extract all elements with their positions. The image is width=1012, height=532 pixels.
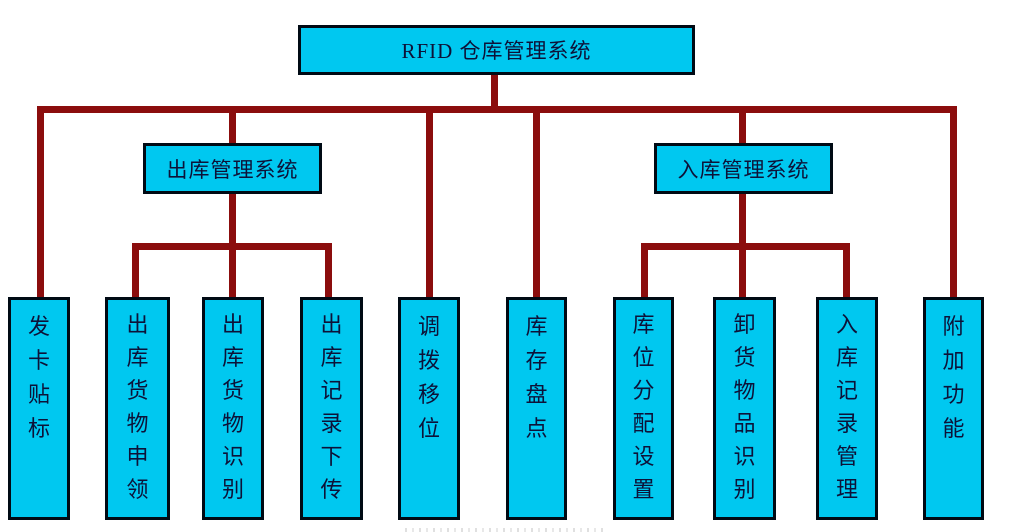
leaf-location-allocation-setting-label: 库位分配设置 [632, 312, 655, 502]
leaf-issue-card-labeling: 发卡贴标 [8, 297, 70, 520]
leaf-inventory-check-label: 库存盘点 [525, 314, 548, 441]
connector-drop-leaf5 [426, 106, 433, 297]
connector-drop-leaf1 [37, 106, 44, 297]
leaf-additional-functions-label: 附加功能 [942, 314, 965, 441]
connector-sub-horizontal-right [641, 243, 850, 250]
branch-box-outbound-management: 出库管理系统 [143, 143, 322, 194]
connector-root-trunk [491, 75, 498, 113]
connector-drop-leaf10 [950, 106, 957, 297]
branch-box-outbound-label: 出库管理系统 [166, 157, 299, 182]
leaf-outbound-goods-request-label: 出库货物申领 [126, 312, 149, 502]
connector-sub-horizontal-left [132, 243, 332, 250]
leaf-outbound-goods-request: 出库货物申领 [105, 297, 170, 520]
leaf-outbound-record-download: 出库记录下传 [300, 297, 363, 520]
leaf-inbound-record-management: 入库记录管理 [816, 297, 878, 520]
connector-drop-leaf9 [843, 243, 850, 297]
leaf-inbound-record-management-label: 入库记录管理 [835, 312, 858, 502]
root-box-label: RFID 仓库管理系统 [401, 39, 592, 63]
branch-box-inbound-label: 入库管理系统 [677, 157, 810, 182]
connector-drop-leaf4 [325, 243, 332, 297]
leaf-transfer-relocation-label: 调拨移位 [417, 314, 440, 441]
leaf-issue-card-labeling-label: 发卡贴标 [27, 314, 50, 441]
connector-drop-leaf6 [533, 106, 540, 297]
leaf-outbound-record-download-label: 出库记录下传 [320, 312, 343, 502]
connector-drop-leaf7 [641, 243, 648, 297]
leaf-transfer-relocation: 调拨移位 [398, 297, 460, 520]
leaf-outbound-goods-identification: 出库货物识别 [202, 297, 264, 520]
connector-main-horizontal [37, 106, 957, 113]
branch-box-inbound-management: 入库管理系统 [654, 143, 833, 194]
root-box-rfid-warehouse-system: RFID 仓库管理系统 [298, 25, 695, 75]
leaf-unloaded-goods-identification: 卸货物品识别 [713, 297, 776, 520]
leaf-outbound-goods-identification-label: 出库货物识别 [221, 312, 244, 502]
connector-drop-leaf2 [132, 243, 139, 297]
connector-drop-inbound [739, 106, 746, 143]
leaf-additional-functions: 附加功能 [923, 297, 984, 520]
leaf-inventory-check: 库存盘点 [506, 297, 567, 520]
connector-drop-outbound [229, 106, 236, 143]
clipped-caption-remnant [405, 528, 605, 532]
leaf-unloaded-goods-identification-label: 卸货物品识别 [733, 312, 756, 502]
leaf-location-allocation-setting: 库位分配设置 [613, 297, 674, 520]
